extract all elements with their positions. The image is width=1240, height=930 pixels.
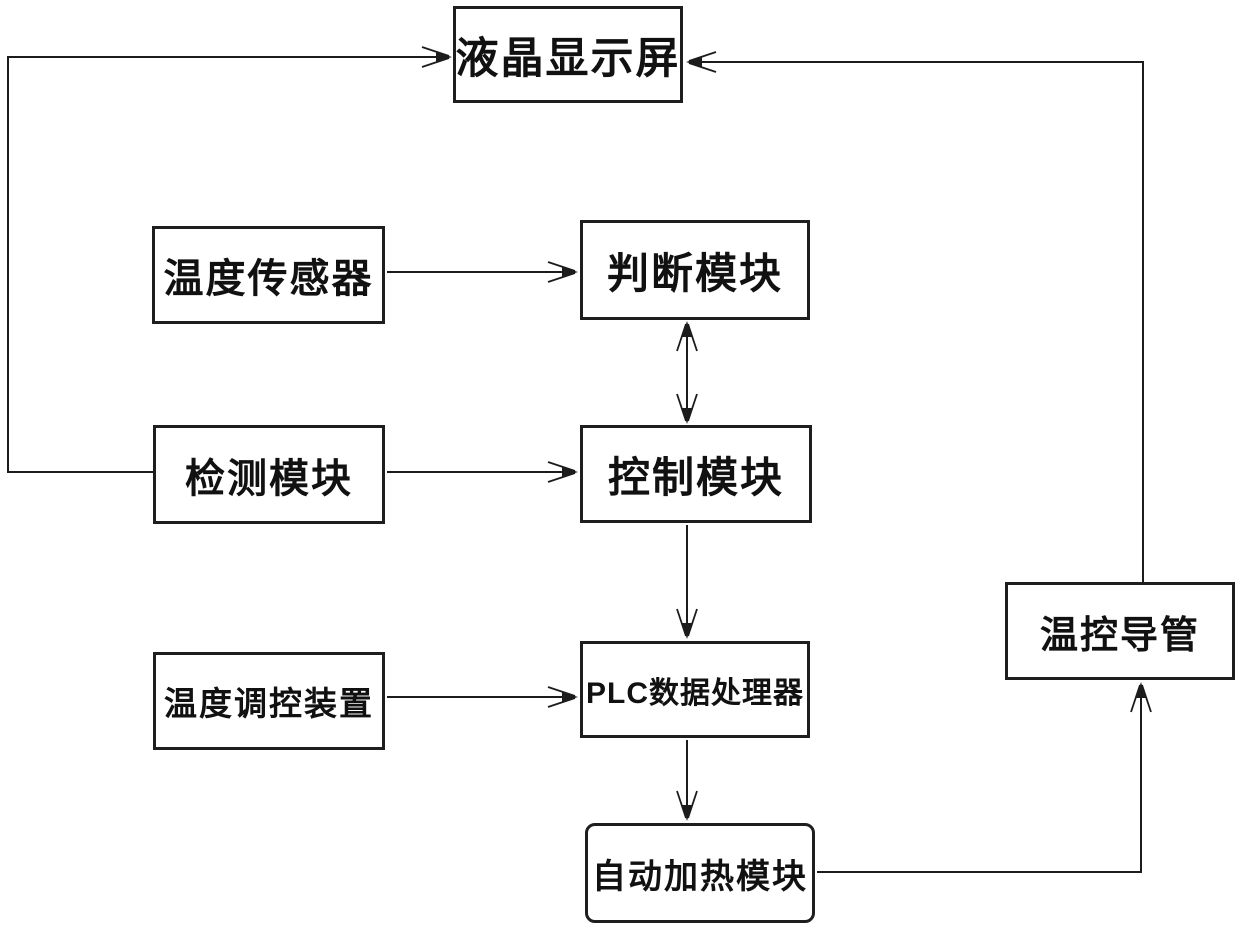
edge-heater-to-conduit	[817, 686, 1142, 873]
node-automatic-heating-module: 自动加热模块	[585, 823, 815, 923]
node-temperature-regulation-device: 温度调控装置	[153, 652, 385, 750]
node-control-module: 控制模块	[580, 425, 812, 523]
node-plc-data-processor: PLC数据处理器	[580, 641, 810, 738]
node-detection-module: 检测模块	[153, 425, 385, 524]
node-temperature-sensor: 温度传感器	[152, 226, 385, 324]
node-lcd-display: 液晶显示屏	[453, 6, 683, 103]
node-judgment-module: 判断模块	[580, 220, 810, 320]
node-temperature-control-conduit: 温控导管	[1005, 582, 1235, 680]
